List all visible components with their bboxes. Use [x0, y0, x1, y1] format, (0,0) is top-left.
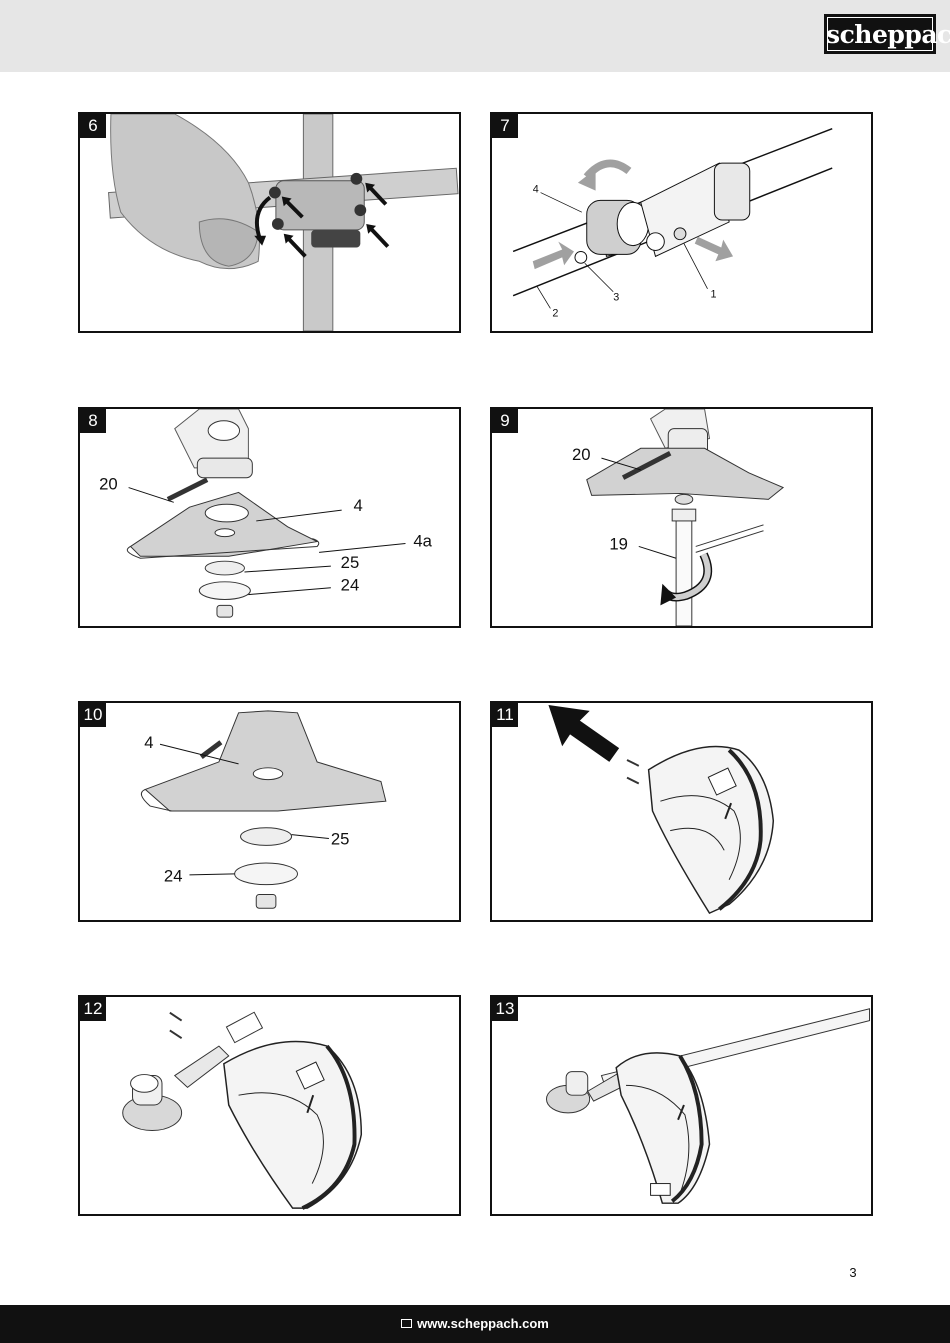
callout-label: 25 — [331, 829, 350, 848]
callout-label: 3 — [613, 292, 619, 304]
figure-13: 13 — [490, 995, 873, 1216]
callout-label: 20 — [572, 445, 591, 464]
callout-label: 20 — [99, 475, 118, 494]
monitor-icon — [401, 1319, 413, 1329]
figure-10: 10 4 25 24 — [78, 701, 461, 922]
callout-label: 4 — [144, 733, 153, 752]
callout-label: 25 — [341, 553, 360, 572]
page-footer: www.scheppach.com — [0, 1305, 950, 1343]
figure-11: 11 — [490, 701, 873, 922]
callout-label: 4 — [353, 496, 362, 515]
figure-number: 9 — [492, 409, 518, 433]
figure-11-illustration — [548, 704, 775, 915]
figure-number: 10 — [80, 703, 106, 727]
callout-label: 4 — [533, 184, 539, 196]
figure-8-illustration: 20 4 4a 25 24 — [99, 409, 433, 618]
figure-8: 8 20 4 4a 25 24 — [78, 407, 461, 628]
figure-6: 6 — [78, 112, 461, 333]
figure-number: 13 — [492, 997, 518, 1021]
callout-label: 1 — [710, 289, 716, 301]
page-header: scheppach — [0, 0, 950, 72]
figure-12-illustration — [122, 1011, 363, 1210]
figure-12: 12 — [78, 995, 461, 1216]
callout-label: 24 — [341, 576, 360, 595]
figure-7: 7 4 3 2 1 — [490, 112, 873, 333]
brand-logo: scheppach — [824, 14, 950, 54]
figure-number: 7 — [492, 114, 518, 138]
figure-number: 12 — [80, 997, 106, 1021]
figure-number: 8 — [80, 409, 106, 433]
callout-label: 24 — [164, 867, 183, 886]
page-number: 3 — [849, 1265, 857, 1280]
figure-7-illustration: 4 3 2 1 — [512, 128, 833, 319]
figure-number: 6 — [80, 114, 106, 138]
website-link[interactable]: www.scheppach.com — [417, 1316, 549, 1331]
figure-13-illustration — [545, 1008, 871, 1204]
figure-9-illustration: 20 19 — [572, 409, 785, 626]
figure-number: 11 — [492, 703, 518, 727]
callout-label: 2 — [552, 307, 558, 319]
figure-6-illustration — [108, 114, 459, 331]
figure-10-illustration: 4 25 24 — [140, 710, 387, 909]
callout-label: 4a — [413, 531, 432, 550]
figure-9: 9 20 19 — [490, 407, 873, 628]
callout-label: 19 — [609, 534, 628, 553]
